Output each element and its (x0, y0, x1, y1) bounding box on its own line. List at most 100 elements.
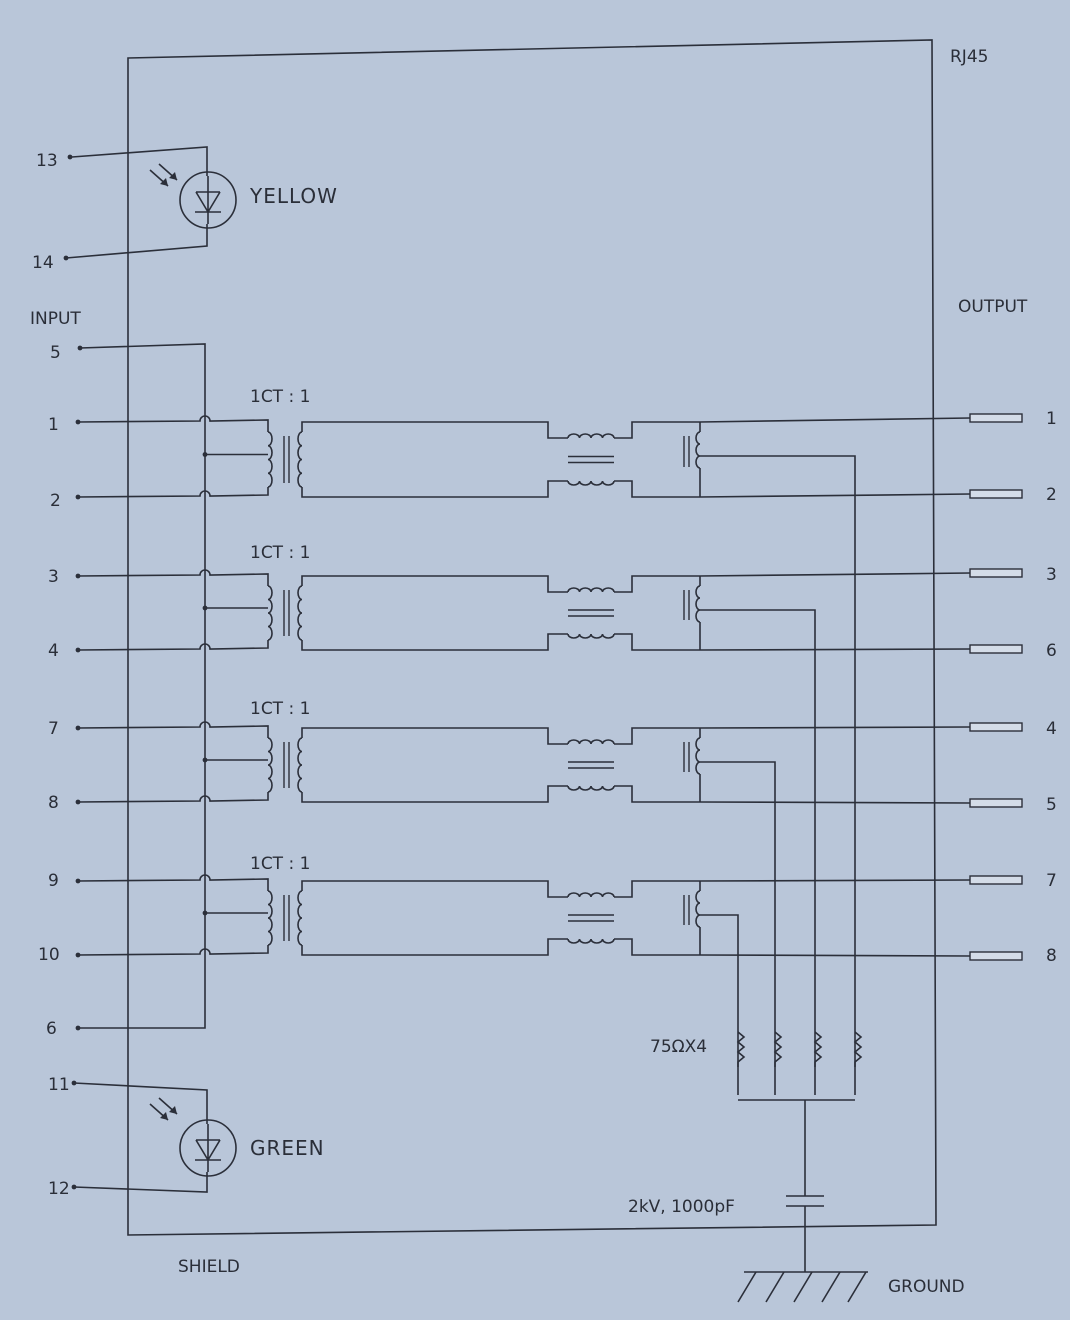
transformer-winding-icon (297, 585, 303, 641)
output-connector (969, 568, 1023, 578)
transformer-ratio-label: 1CT : 1 (250, 543, 310, 563)
pin-4-label: 4 (48, 641, 59, 661)
output-lead (699, 648, 971, 651)
junction-dot (75, 1025, 81, 1031)
ground-label: GROUND (888, 1277, 965, 1297)
shield-label: SHIELD (178, 1257, 240, 1277)
output-lead (699, 493, 971, 498)
junction-dot (75, 573, 81, 579)
pin-5-label: 5 (50, 343, 61, 363)
choke-winding-icon (567, 633, 615, 639)
led-diode-icon (179, 1119, 237, 1177)
pin-8-label: 8 (48, 793, 59, 813)
yellow-led (63, 146, 237, 261)
transformer-winding-icon (267, 431, 273, 488)
transformer-winding-icon (695, 890, 701, 928)
transformer-winding-icon (267, 585, 273, 641)
output-lead (699, 572, 971, 577)
input-common-bus (78, 343, 206, 1029)
pin-2-label: 2 (50, 491, 61, 511)
out-pin-label: 1 (1046, 409, 1057, 429)
junction-dot (202, 757, 208, 763)
output-connector (969, 644, 1023, 654)
choke-lead (614, 938, 700, 956)
termination-lead (700, 761, 776, 1095)
choke-lead (614, 633, 700, 651)
pin-9-label: 9 (48, 871, 59, 891)
junction-dot (75, 799, 81, 805)
junction-dot (75, 878, 81, 884)
resistor-icon (736, 1031, 746, 1067)
out-pin-label: 3 (1046, 565, 1057, 585)
junction-dot (75, 647, 81, 653)
secondary-lead (301, 480, 568, 498)
secondary-lead (301, 421, 568, 439)
choke-lead (614, 575, 700, 593)
output-lead (699, 954, 971, 957)
green-led (71, 1080, 237, 1193)
transformer-winding-icon (695, 431, 701, 469)
resistor-icon (813, 1031, 823, 1067)
choke-winding-icon (567, 587, 615, 593)
output-lead (699, 726, 971, 729)
secondary-lead (301, 880, 568, 898)
pin-13-label: 13 (36, 151, 58, 171)
transformer-winding-icon (297, 890, 303, 946)
green-led-label: GREEN (250, 1136, 325, 1160)
output-connector (969, 875, 1023, 885)
transformer-winding-icon (267, 890, 273, 946)
pin-14-label: 14 (32, 253, 54, 273)
output-label: OUTPUT (958, 297, 1028, 317)
input-lead (77, 487, 269, 498)
transformer-winding-icon (297, 737, 303, 793)
termination-lead (700, 455, 856, 1095)
resistor-label: 75ΩX4 (650, 1037, 707, 1057)
ground-hatch (793, 1271, 813, 1303)
out-pin-label: 6 (1046, 641, 1057, 661)
transformer-winding-icon (297, 431, 303, 488)
input-lead (77, 874, 269, 891)
out-pin-label: 4 (1046, 719, 1057, 739)
output-connector (969, 951, 1023, 961)
junction-dot (75, 952, 81, 958)
choke-winding-icon (567, 433, 615, 439)
transformer-winding-icon (267, 737, 273, 793)
input-lead (77, 569, 269, 586)
ground-hatch (737, 1271, 757, 1303)
choke-lead (614, 880, 700, 898)
out-pin-label: 8 (1046, 946, 1057, 966)
pin-11-label: 11 (48, 1075, 70, 1095)
choke-winding-icon (567, 785, 615, 791)
out-pin-label: 7 (1046, 871, 1057, 891)
pin-7-label: 7 (48, 719, 59, 739)
light-emission-icon (160, 1106, 177, 1120)
junction-dot (75, 419, 81, 425)
choke-lead (614, 480, 700, 498)
choke-winding-icon (567, 480, 615, 486)
output-connector (969, 489, 1023, 499)
input-lead (77, 721, 269, 738)
part-label: RJ45 (950, 47, 988, 67)
ground-hatch (765, 1271, 785, 1303)
transformer-winding-icon (695, 585, 701, 623)
ground-hatch (821, 1271, 841, 1303)
pin-1-label: 1 (48, 415, 59, 435)
capacitor-label: 2kV, 1000pF (628, 1197, 735, 1217)
transformer-winding-icon (695, 737, 701, 775)
choke-winding-icon (567, 938, 615, 944)
resistor-icon (853, 1031, 863, 1067)
output-lead (699, 801, 971, 804)
choke-winding-icon (567, 892, 615, 898)
input-lead (77, 415, 269, 432)
out-pin-label: 5 (1046, 795, 1057, 815)
choke-winding-icon (567, 739, 615, 745)
pin-10-label: 10 (38, 945, 60, 965)
circuit-wiring (75, 343, 1023, 1303)
transformer-ratio-label: 1CT : 1 (250, 699, 310, 719)
yellow-led-label: YELLOW (249, 184, 338, 208)
choke-lead (614, 727, 700, 745)
junction-dot (202, 605, 208, 611)
choke-lead (614, 421, 700, 439)
junction-dot (202, 452, 208, 457)
